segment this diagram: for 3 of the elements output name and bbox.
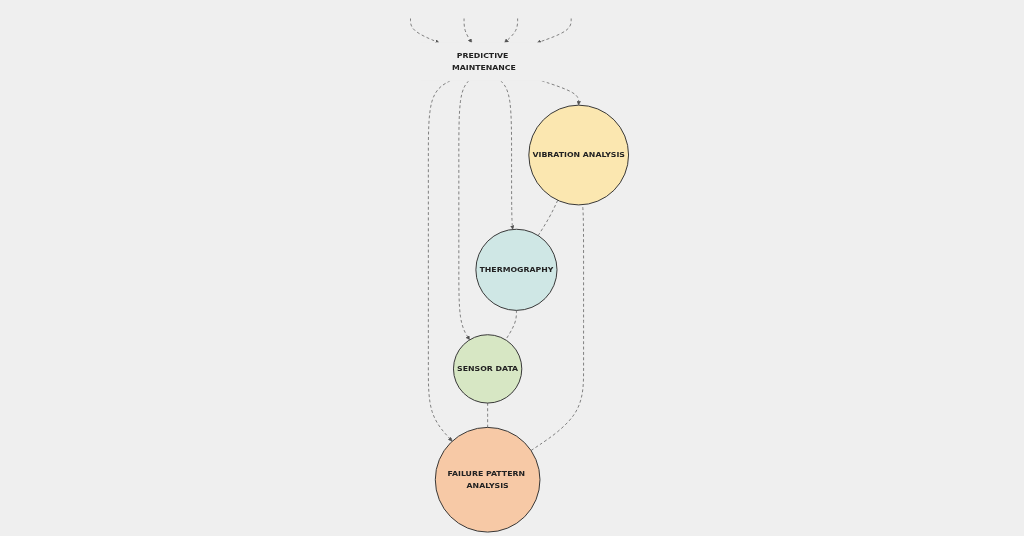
connector — [537, 199, 558, 236]
connector — [487, 402, 488, 428]
connector — [530, 204, 584, 451]
